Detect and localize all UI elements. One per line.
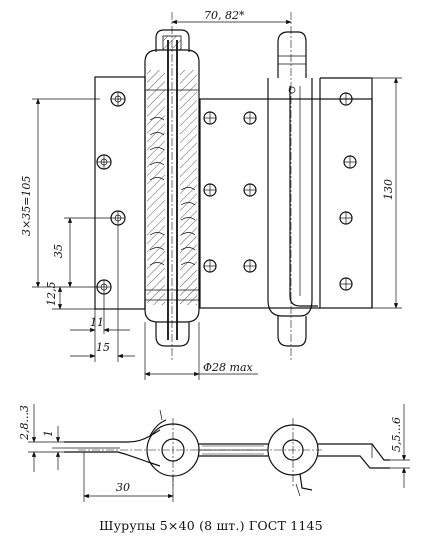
dim-pitch-label: 3×35=105: [20, 176, 33, 236]
dimension-spacing: 35: [52, 217, 112, 288]
left-spring: [149, 117, 196, 266]
dimension-diameter: Φ28 max: [144, 322, 258, 380]
left-hinge-view: [94, 12, 200, 360]
dimension-offset-11: 11: [70, 294, 130, 340]
dimension-offset-15: 15: [70, 225, 135, 362]
right-bottom-knuckle: [277, 316, 307, 347]
dim-open-offset-label: 5,5...6: [390, 417, 403, 452]
right-hinge-view: [199, 12, 373, 360]
dim-diameter-label: Φ28 max: [203, 361, 254, 374]
left-top-cap: [155, 29, 190, 52]
dim-top-width-label: 70, 82*: [204, 9, 245, 22]
dim-gap-1-label: 1: [42, 430, 55, 437]
left-barrel: [144, 49, 200, 323]
dimension-height-130: 130: [372, 77, 402, 309]
right-leaf-screw-holes: [203, 92, 357, 291]
dimension-thickness-range: 2,8...3: [18, 404, 64, 472]
left-bottom-cap: [155, 322, 190, 347]
dimension-open-offset: 5,5...6: [390, 404, 410, 488]
left-leaf-screw-holes: [96, 91, 126, 295]
dimension-base-30: 30: [83, 452, 174, 502]
bottom-plan-view: [64, 409, 390, 497]
dim-spacing-label: 35: [52, 244, 65, 258]
dimension-edge-offset: 12,5: [45, 282, 96, 310]
dim-offset-11-label: 11: [90, 316, 104, 329]
dim-edge-offset-label: 12,5: [45, 282, 58, 307]
dim-base-30-label: 30: [116, 481, 130, 494]
dim-thickness-range-label: 2,8...3: [18, 405, 31, 441]
dimension-top-width: 70, 82*: [171, 9, 292, 25]
right-leaf-plate: [199, 98, 373, 309]
dimension-gap-1: 1: [42, 426, 64, 470]
dim-offset-15-label: 15: [96, 341, 110, 354]
right-top-knuckle: [277, 31, 307, 78]
dim-height-130-label: 130: [382, 179, 395, 200]
caption-screw-spec: Шурупы 5×40 (8 шт.) ГОСТ 1145: [99, 518, 323, 533]
dimension-pitch: 3×35=105: [20, 98, 100, 288]
left-leaf-plate: [94, 76, 146, 310]
